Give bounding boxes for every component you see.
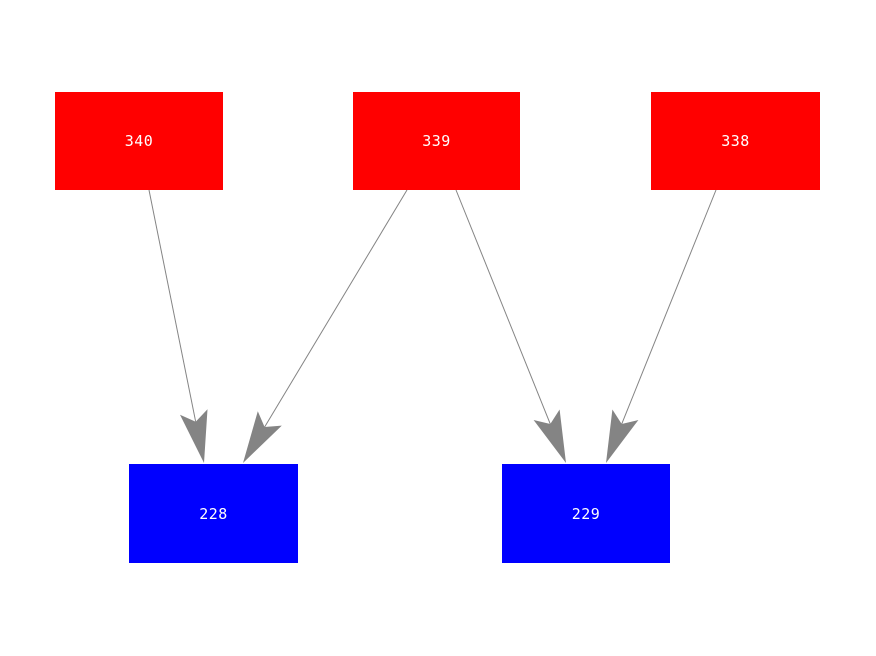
- node-label: 229: [571, 504, 601, 523]
- graph-node-340: 340: [55, 92, 223, 190]
- edge-arrowhead-340-228: [180, 409, 208, 463]
- edge-line-339-229: [455, 189, 551, 425]
- graph-node-229: 229: [502, 464, 670, 563]
- edge-arrowhead-339-229: [533, 409, 566, 463]
- edge-arrowhead-339-228: [243, 411, 282, 463]
- node-label: 228: [199, 504, 228, 523]
- node-label: 340: [124, 132, 154, 150]
- graph-node-339: 339: [353, 92, 520, 190]
- edge-line-340-228: [148, 189, 197, 422]
- edge-line-339-228: [264, 189, 408, 428]
- node-label: 339: [422, 132, 451, 150]
- edge-arrowhead-338-229: [606, 409, 639, 463]
- edge-line-338-229: [621, 189, 717, 425]
- node-label: 338: [721, 132, 750, 150]
- graph-node-338: 338: [651, 92, 820, 190]
- graph-node-228: 228: [129, 464, 298, 563]
